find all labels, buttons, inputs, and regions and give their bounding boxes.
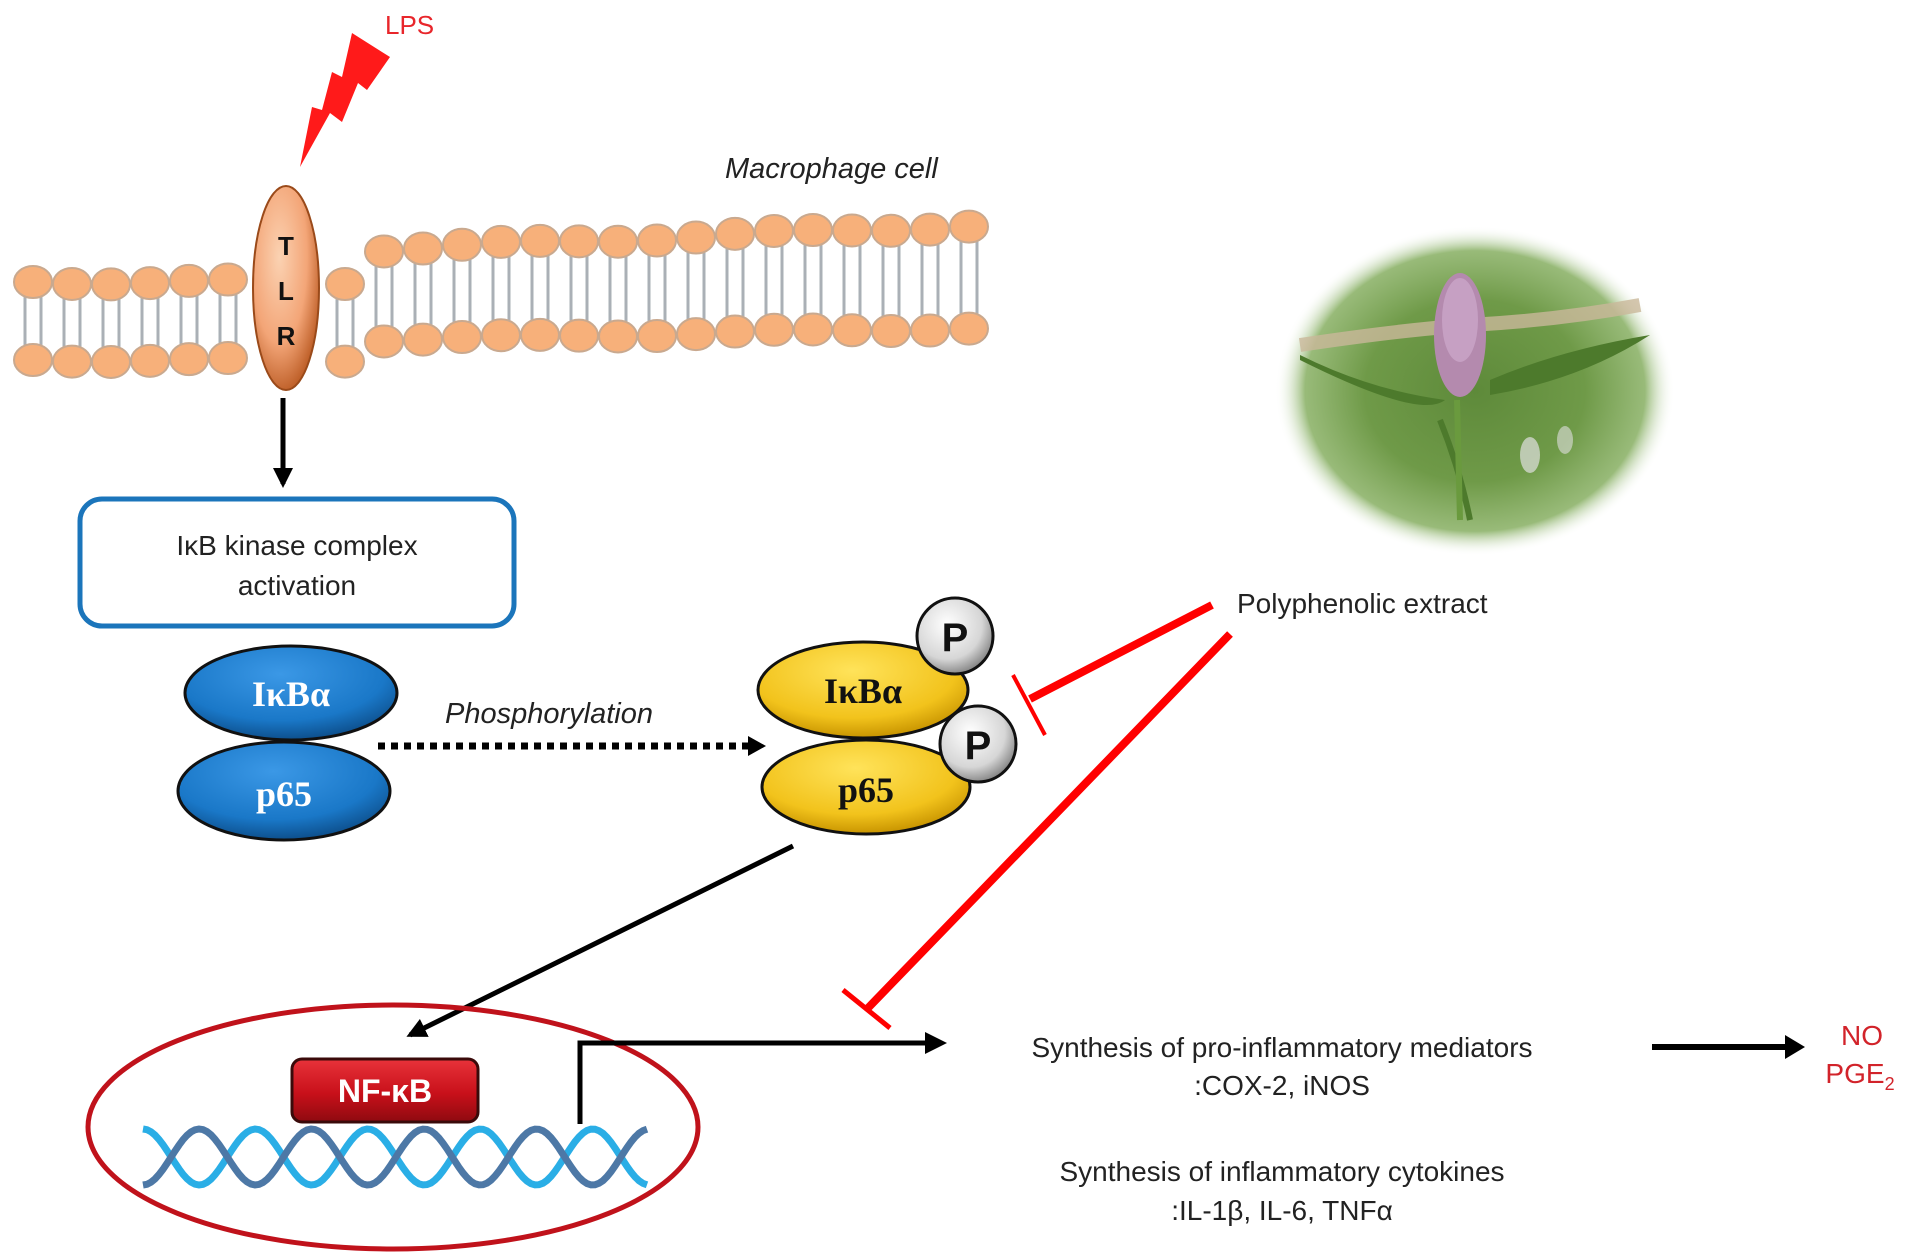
lipid-head: [793, 213, 833, 248]
pge-subscript: 2: [1885, 1074, 1895, 1094]
lipid-head: [754, 312, 794, 347]
p65-phospho-label: p65: [838, 770, 894, 810]
lipid-head: [364, 234, 404, 269]
lipid-head: [598, 319, 638, 354]
lipid-head: [871, 314, 911, 349]
lipid-head: [442, 320, 482, 355]
pge-base: PGE: [1825, 1058, 1884, 1089]
lipid-head: [832, 213, 872, 248]
lipid-head: [364, 324, 404, 359]
lipid-head: [481, 318, 521, 353]
ikba-phospho-label: IκBα: [824, 671, 902, 711]
tlr-letter-t: T: [278, 231, 294, 261]
lipid-head: [949, 311, 989, 346]
cell-label: Macrophage cell: [725, 153, 939, 185]
lipid-head: [130, 266, 170, 301]
phosphate-tag-ikba: P: [915, 596, 995, 676]
lipid-head: [520, 317, 560, 352]
p65-label: p65: [256, 774, 312, 814]
transcription-arrowhead-icon: [925, 1032, 947, 1054]
extract-label: Polyphenolic extract: [1237, 588, 1488, 619]
product-no: NO: [1841, 1020, 1883, 1051]
lipid-head: [481, 224, 521, 259]
p65-protein-phospho: [760, 738, 972, 836]
lipid-head: [91, 344, 131, 379]
lipid-head: [910, 313, 950, 348]
lipid-head: [715, 314, 755, 349]
lipid-head: [637, 223, 677, 258]
lipid-head: [949, 209, 989, 244]
lipid-head: [676, 317, 716, 352]
lipid-head: [559, 224, 599, 259]
cytokines-line1: Synthesis of inflammatory cytokines: [1059, 1156, 1504, 1187]
product-pge2: PGE2: [1825, 1058, 1894, 1094]
p65-protein: [176, 740, 392, 842]
phosphorylation-label: Phosphorylation: [445, 698, 653, 730]
dna-helix: [142, 1125, 649, 1189]
lipid-head: [559, 318, 599, 353]
phosphorylation-arrowhead-icon: [748, 736, 766, 756]
ikba-protein: [183, 644, 399, 742]
lipid-head: [442, 227, 482, 262]
nucleus[interactable]: NF-κB: [85, 1002, 701, 1252]
lipid-head: [325, 266, 365, 301]
ikk-label-line1: IκB kinase complex: [176, 530, 417, 561]
ikk-activation-box[interactable]: IκB kinase complex activation: [77, 496, 517, 629]
lipid-head: [637, 318, 677, 353]
lipid-head: [91, 267, 131, 302]
lipid-head: [754, 213, 794, 248]
lipid-head: [169, 342, 209, 377]
lipid-head: [910, 212, 950, 247]
ikba-protein-phospho: [756, 640, 970, 740]
ikba-label: IκBα: [252, 674, 330, 714]
phosphate-label: P: [965, 724, 992, 768]
phosphate-label: P: [942, 616, 969, 660]
lipid-head: [598, 224, 638, 259]
nfkb-label: NF-κB: [338, 1073, 432, 1109]
arrow-to-nucleus: [406, 843, 795, 1038]
transcription-arrow: [577, 1040, 935, 1124]
tlr-letter-r: R: [277, 321, 296, 351]
ikk-label-line2: activation: [238, 570, 356, 601]
tlr-letter-l: L: [278, 276, 294, 306]
lipid-head: [52, 266, 92, 301]
lipid-head: [325, 344, 365, 379]
ikba-p65-complex-phosphorylated[interactable]: IκBα p65 P P: [756, 596, 1018, 836]
lipid-head: [832, 313, 872, 348]
lipid-head: [403, 322, 443, 357]
lps-label: LPS: [385, 10, 434, 40]
tlr-receptor[interactable]: T L R: [252, 185, 320, 391]
lipid-head: [13, 265, 53, 299]
ikba-p65-complex-inactive[interactable]: IκBα p65: [176, 644, 399, 842]
inhibition-phosphorylation: [1011, 601, 1214, 736]
lipid-head: [52, 344, 92, 379]
plant-photo: [1275, 226, 1675, 556]
cytokines-line2: :IL-1β, IL-6, TNFα: [1171, 1195, 1393, 1226]
lipid-head: [208, 262, 248, 297]
lipid-head: [871, 213, 911, 248]
lipid-head: [793, 312, 833, 347]
lipid-head: [715, 216, 755, 251]
lipid-bilayer: [13, 209, 989, 379]
lipid-head: [13, 343, 53, 377]
lipid-head: [208, 341, 248, 376]
mediators-line1: Synthesis of pro-inflammatory mediators: [1031, 1032, 1532, 1063]
lipid-head: [130, 343, 170, 378]
mediators-line2: :COX-2, iNOS: [1194, 1070, 1370, 1101]
phosphate-tag-p65: P: [938, 704, 1018, 784]
lipid-head: [169, 263, 209, 298]
lipid-head: [676, 220, 716, 255]
lightning-icon: [300, 33, 390, 167]
nfkb-factor[interactable]: NF-κB: [290, 1057, 480, 1124]
lipid-head: [520, 223, 560, 258]
products-arrowhead-icon: [1785, 1035, 1805, 1059]
inhibition-synthesis: [841, 631, 1233, 1030]
lipid-head: [403, 231, 443, 266]
